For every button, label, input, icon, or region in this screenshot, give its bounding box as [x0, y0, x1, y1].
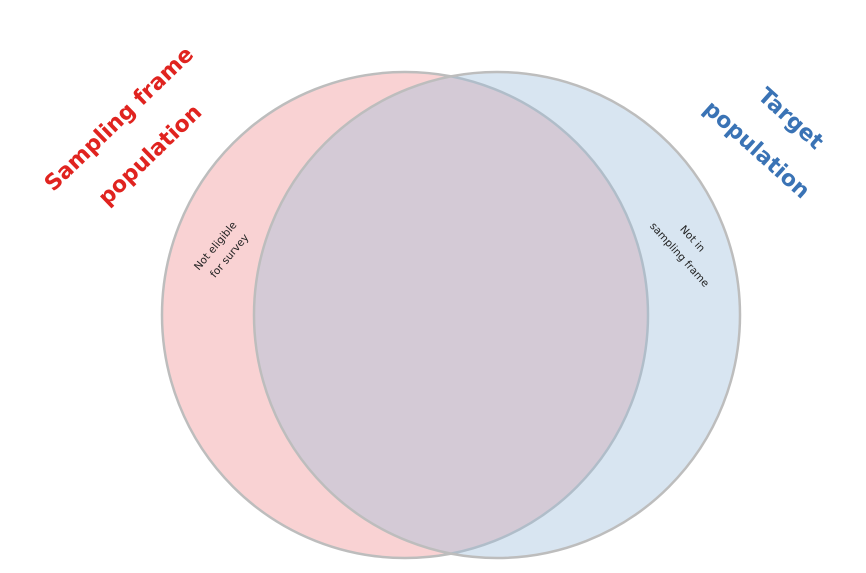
- sampling-frame-circle: [160, 70, 650, 560]
- sampling-frame-label: Sampling frame population: [40, 42, 207, 211]
- target-population-circle: [252, 70, 742, 560]
- target-population-label: Target population: [698, 83, 828, 204]
